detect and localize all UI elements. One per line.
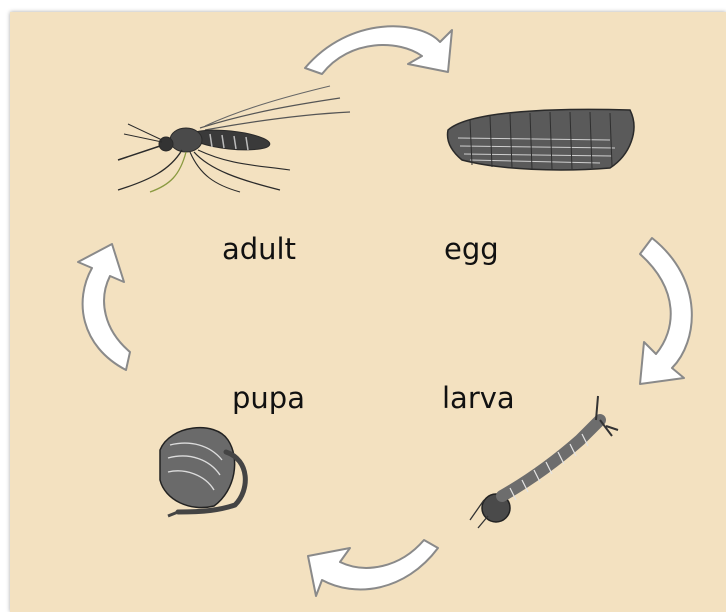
label-larva: larva bbox=[442, 381, 515, 415]
arrow-egg-to-larva bbox=[640, 238, 692, 384]
larva-illustration bbox=[470, 396, 618, 528]
label-egg: egg bbox=[444, 232, 499, 266]
pupa-illustration bbox=[160, 428, 245, 516]
arrow-pupa-to-adult bbox=[78, 244, 130, 370]
egg-raft-illustration bbox=[448, 109, 634, 170]
arrow-larva-to-pupa bbox=[308, 540, 438, 596]
arrow-adult-to-egg bbox=[305, 26, 452, 74]
label-pupa: pupa bbox=[232, 381, 305, 415]
mosquito-adult-illustration bbox=[118, 86, 350, 192]
label-adult: adult bbox=[222, 232, 296, 266]
